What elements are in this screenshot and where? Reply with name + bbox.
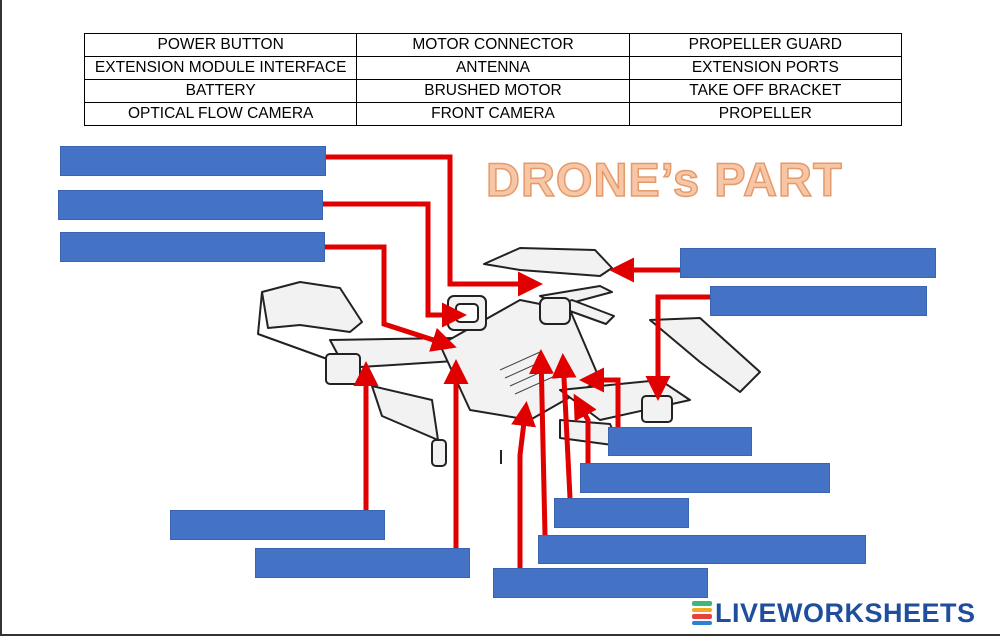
word-bank-cell: EXTENSION MODULE INTERFACE [83,56,358,80]
answer-box[interactable] [538,535,866,564]
diagram-title: DRONE’s PART [485,152,843,207]
pointer-arrow [511,401,536,568]
pointer-arrows [323,154,710,568]
pointer-arrow [551,353,577,499]
brand-badge-icon [692,600,712,626]
word-bank-cell: PROPELLER [628,102,903,126]
word-bank-cell: EXTENSION PORTS [628,56,903,80]
pointer-arrow [326,154,543,297]
page-border-bottom [0,634,1000,636]
word-bank-row: EXTENSION MODULE INTERFACE ANTENNA EXTEN… [83,56,903,80]
left-motor [325,353,361,385]
answer-box[interactable] [608,427,752,456]
liveworksheets-logo: LIVEWORKSHEETS [692,598,976,628]
answer-box[interactable] [60,146,326,176]
answer-box[interactable] [493,568,708,598]
word-bank-cell: BRUSHED MOTOR [356,79,630,103]
left-propeller-guard-outer [257,291,331,361]
brand-text: LIVEWORKSHEETS [715,597,976,628]
pointer-arrow [528,349,554,536]
left-leg [431,439,447,467]
word-bank-cell: POWER BUTTON [83,33,358,57]
answer-box[interactable] [710,286,927,316]
pointer-arrow [645,294,710,401]
page-border-left [0,0,2,636]
word-bank-cell: BATTERY [83,79,358,103]
pointer-arrow [579,367,621,428]
top-propeller-guard [483,247,613,277]
left-lower-guard [371,385,439,441]
pointer-arrow [323,201,467,328]
left-propeller-guard [261,281,363,333]
word-bank-cell: FRONT CAMERA [356,102,630,126]
word-bank-cell: ANTENNA [356,56,630,80]
top-motor [539,297,571,325]
word-bank-table: POWER BUTTON MOTOR CONNECTOR PROPELLER G… [83,33,903,126]
word-bank-row: OPTICAL FLOW CAMERA FRONT CAMERA PROPELL… [83,102,903,126]
word-bank-row: BATTERY BRUSHED MOTOR TAKE OFF BRACKET [83,79,903,103]
word-bank-cell: MOTOR CONNECTOR [356,33,630,57]
answer-box[interactable] [580,463,830,493]
answer-box[interactable] [255,548,470,578]
right-motor [641,395,673,423]
answer-box[interactable] [554,498,689,528]
pointer-arrow [325,244,457,352]
pointer-arrow [573,393,597,465]
word-bank-cell: OPTICAL FLOW CAMERA [83,102,358,126]
answer-box[interactable] [60,232,325,262]
answer-box[interactable] [58,190,323,220]
answer-box[interactable] [170,510,385,540]
right-propeller-guard [649,317,761,393]
answer-box[interactable] [680,248,936,278]
